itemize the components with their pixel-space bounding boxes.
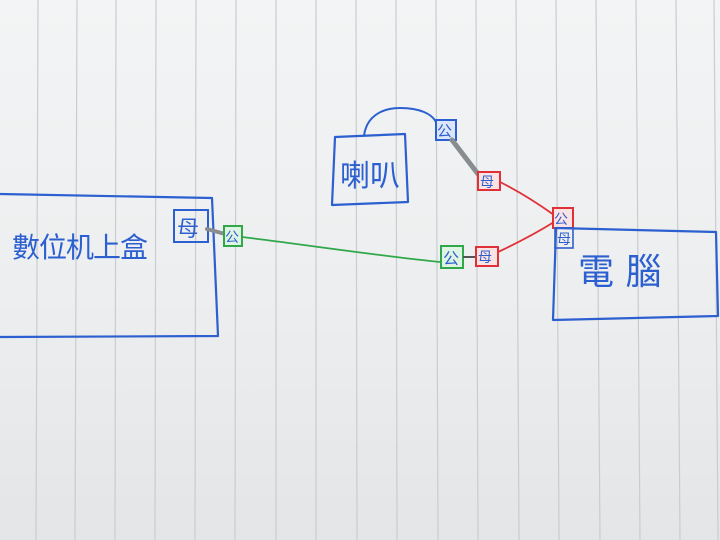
male-plug-label: 公 xyxy=(554,212,568,228)
computer-female-port: 母 xyxy=(554,227,574,249)
red-cable-male-plug: 公 xyxy=(552,207,574,229)
red-cable-female-plug-top: 母 xyxy=(477,171,501,191)
set-top-box-female-port: 母 xyxy=(173,209,209,243)
green-cable-male-plug-right: 公 xyxy=(440,245,464,269)
red-cable-bottom xyxy=(497,221,555,253)
red-cable-top xyxy=(499,181,555,216)
male-plug-label: 公 xyxy=(443,249,459,268)
green-cable xyxy=(241,236,441,263)
computer-label: 電 腦 xyxy=(578,252,661,293)
male-plug-label: 公 xyxy=(437,122,452,140)
red-cable-female-plug-bottom: 母 xyxy=(475,246,499,267)
set-top-box-device: 數位机上盒 母 xyxy=(0,192,220,339)
male-plug-label: 公 xyxy=(225,230,239,246)
plug-shaft-speaker xyxy=(449,137,481,177)
plug-shaft-left xyxy=(205,227,227,236)
speaker-male-plug: 公 xyxy=(435,119,457,141)
female-port-label: 母 xyxy=(478,250,492,266)
speaker-device: 喇叭 xyxy=(330,106,437,207)
female-port-label: 母 xyxy=(480,175,494,191)
set-top-box-label: 數位机上盒 xyxy=(12,231,148,264)
speaker-label: 喇叭 xyxy=(340,159,400,194)
computer-device: 母 電 腦 xyxy=(551,226,720,322)
female-port-label: 母 xyxy=(177,217,199,242)
green-cable-male-plug-left: 公 xyxy=(223,225,243,247)
female-port-label: 母 xyxy=(557,232,571,248)
